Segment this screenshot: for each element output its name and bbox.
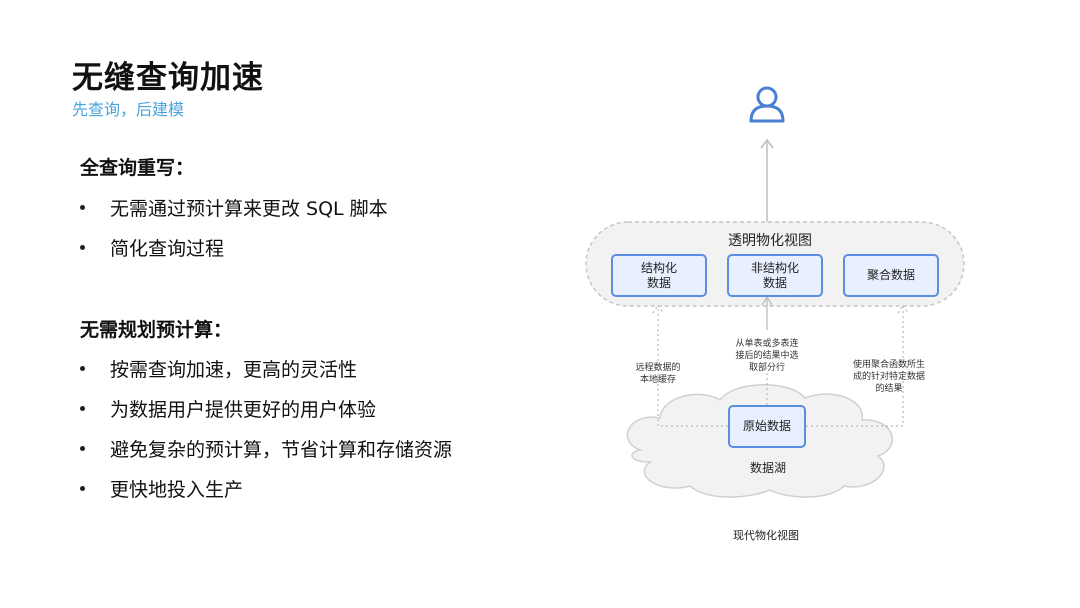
bullet-text: 避免复杂的预计算，节省计算和存储资源 xyxy=(110,439,453,461)
arrowhead-icon xyxy=(760,138,774,149)
bullet-text: 简化查询过程 xyxy=(110,238,225,260)
bullet-item: 更快地投入生产 xyxy=(80,475,243,502)
box-label-line: 数据 xyxy=(646,275,671,290)
label-line: 的结果 xyxy=(875,384,903,394)
bullet-text: 为数据用户提供更好的用户体验 xyxy=(110,399,377,421)
label-line: 远程数据的 xyxy=(635,363,681,373)
page-subtitle: 先查询，后建模 xyxy=(72,100,185,119)
bullet-item: 避免复杂的预计算，节省计算和存储资源 xyxy=(80,435,452,462)
bullet-item: 为数据用户提供更好的用户体验 xyxy=(80,395,376,422)
label-local-cache: 远程数据的 本地缓存 xyxy=(620,362,696,386)
label-line: 使用聚合函数所生 xyxy=(852,360,925,370)
box-label-line: 数据 xyxy=(762,275,787,290)
user-icon xyxy=(749,86,785,123)
label-selected-rows: 从单表或多表连 接后的结果中选 取部分行 xyxy=(722,338,812,374)
label-line: 本地缓存 xyxy=(639,375,676,385)
label-line: 接后的结果中选 xyxy=(735,351,799,361)
bullet-dot-icon xyxy=(80,245,85,250)
dotted-connectors xyxy=(652,303,909,427)
box-label-line: 结构化 xyxy=(640,260,677,275)
box-label-line: 聚合数据 xyxy=(866,268,915,282)
middle-arrow xyxy=(761,295,773,405)
box-label-line: 非结构化 xyxy=(750,260,799,275)
bullet-text: 无需通过预计算来更改 SQL 脚本 xyxy=(110,198,388,220)
label-line: 取部分行 xyxy=(748,363,785,373)
label-aggregate-results: 使用聚合函数所生 成的针对特定数据 的结果 xyxy=(845,359,933,395)
bullet-text: 更快地投入生产 xyxy=(110,479,244,501)
diagram-caption: 现代物化视图 xyxy=(733,529,799,542)
bullet-dot-icon xyxy=(80,366,85,371)
section-heading-rewrite: 全查询重写： xyxy=(80,157,195,179)
bullet-dot-icon xyxy=(80,406,85,411)
materialized-view-title: 透明物化视图 xyxy=(728,233,812,249)
data-lake-label: 数据湖 xyxy=(750,461,787,475)
label-line: 从单表或多表连 xyxy=(735,339,799,349)
aggregated-data-box: 聚合数据 xyxy=(843,254,939,297)
raw-data-box: 原始数据 xyxy=(728,405,806,448)
page-title: 无缝查询加速 xyxy=(72,60,264,96)
box-label-line: 原始数据 xyxy=(742,419,791,433)
section-heading-no-planning: 无需规划预计算： xyxy=(80,319,233,341)
label-line: 成的针对特定数据 xyxy=(852,372,925,382)
bullet-dot-icon xyxy=(80,446,85,451)
structured-data-box: 结构化 数据 xyxy=(611,254,707,297)
bullet-item: 无需通过预计算来更改 SQL 脚本 xyxy=(80,194,388,221)
bullet-text: 按需查询加速，更高的灵活性 xyxy=(110,359,358,381)
bullet-dot-icon xyxy=(80,486,85,491)
bullet-item: 按需查询加速，更高的灵活性 xyxy=(80,355,357,382)
unstructured-data-box: 非结构化 数据 xyxy=(727,254,823,297)
bullet-item: 简化查询过程 xyxy=(80,234,224,261)
bullet-dot-icon xyxy=(80,205,85,210)
